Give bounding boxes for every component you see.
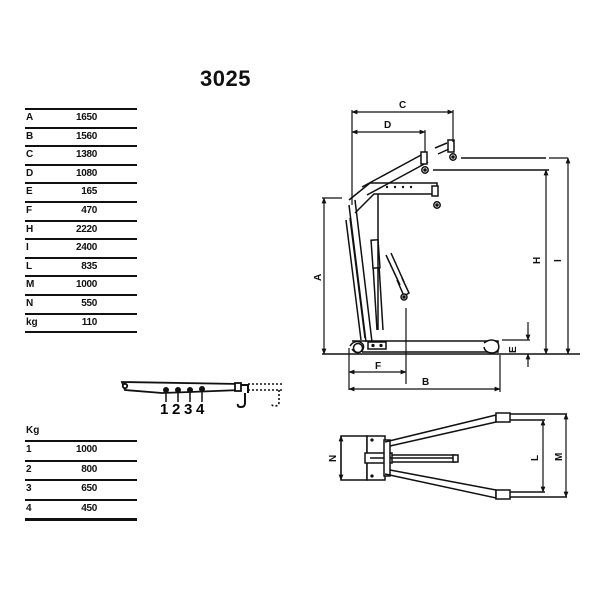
load-capacity: 650 <box>81 483 97 494</box>
load-capacity-table: 1 1000 2 800 3 650 4 450 <box>25 440 137 521</box>
spec-value: 1380 <box>75 149 97 161</box>
dim-label-c: C <box>399 100 406 111</box>
dim-label-f: F <box>375 361 381 372</box>
crane-side-view <box>322 139 580 355</box>
boom-pos-4: 4 <box>196 401 205 418</box>
dim-label-l: L <box>530 455 541 461</box>
spec-value: 1080 <box>75 167 97 179</box>
spec-value: 550 <box>81 297 97 309</box>
spec-row-d: D 1080 <box>25 163 137 183</box>
spec-value: 470 <box>81 204 97 216</box>
spec-key: F <box>26 204 33 216</box>
spec-row-f: F 470 <box>25 200 137 220</box>
spec-row-c: C 1380 <box>25 145 137 164</box>
dim-label-m: M <box>554 453 565 461</box>
dim-label-b: B <box>422 377 429 388</box>
model-number-title: 3025 <box>200 66 251 91</box>
spec-value: 110 <box>81 316 98 328</box>
load-row-4: 4 450 <box>25 498 137 521</box>
spec-key: D <box>26 167 34 179</box>
top-view-dimension-labels: N L M <box>328 453 565 462</box>
spec-value: 1650 <box>75 112 97 123</box>
boom-positions-diagram <box>120 381 282 409</box>
top-view-dimensions <box>338 413 569 498</box>
load-position: 2 <box>26 463 32 475</box>
dim-label-d: D <box>384 120 391 131</box>
spec-key: N <box>26 297 34 309</box>
spec-row-b: B 1560 <box>25 126 137 146</box>
spec-row-kg: kg 110 <box>25 312 137 334</box>
boom-pos-2: 2 <box>172 401 180 418</box>
dim-label-a: A <box>313 274 324 281</box>
load-row-1: 1 1000 <box>25 440 137 460</box>
dim-label-e: E <box>508 346 519 353</box>
spec-key: E <box>26 186 33 198</box>
boom-pos-3: 3 <box>184 401 192 418</box>
spec-value: 2400 <box>75 242 97 254</box>
load-position: 3 <box>26 483 32 494</box>
spec-key: M <box>26 279 35 291</box>
spec-row-i: I 2400 <box>25 238 137 257</box>
spec-value: 1000 <box>75 279 97 291</box>
load-position: 1 <box>26 444 32 455</box>
spec-key: I <box>26 242 29 254</box>
spec-key: B <box>26 130 34 142</box>
load-capacity: 450 <box>81 502 97 514</box>
spec-key: L <box>26 260 33 272</box>
boom-position-labels: 1 2 3 4 <box>160 401 205 418</box>
spec-key: H <box>26 223 34 235</box>
spec-row-n: N 550 <box>25 293 137 313</box>
spec-row-m: M 1000 <box>25 275 137 294</box>
load-row-2: 2 800 <box>25 459 137 480</box>
load-capacity: 1000 <box>75 444 97 455</box>
spec-key: kg <box>26 316 38 328</box>
side-view-dimensions <box>321 109 571 392</box>
spec-row-e: E 165 <box>25 182 137 201</box>
load-table-header: Kg <box>26 425 40 436</box>
spec-key: C <box>26 149 34 161</box>
spec-value: 165 <box>81 186 97 198</box>
spec-value: 2220 <box>75 223 97 235</box>
spec-row-a: A 1650 <box>25 108 137 127</box>
load-row-3: 3 650 <box>25 479 137 499</box>
spec-row-l: L 835 <box>25 256 137 276</box>
spec-value: 1560 <box>75 130 97 142</box>
load-capacity: 800 <box>81 463 97 475</box>
dim-label-n: N <box>328 455 339 462</box>
boom-pos-1: 1 <box>160 401 168 418</box>
spec-row-h: H 2220 <box>25 219 137 239</box>
load-position: 4 <box>26 502 32 514</box>
dim-label-h: H <box>532 257 543 264</box>
spec-value: 835 <box>81 260 97 272</box>
spec-key: A <box>26 112 34 123</box>
side-view-dimension-labels: C D A H I E F B <box>313 100 564 388</box>
dim-label-i: I <box>553 259 564 262</box>
